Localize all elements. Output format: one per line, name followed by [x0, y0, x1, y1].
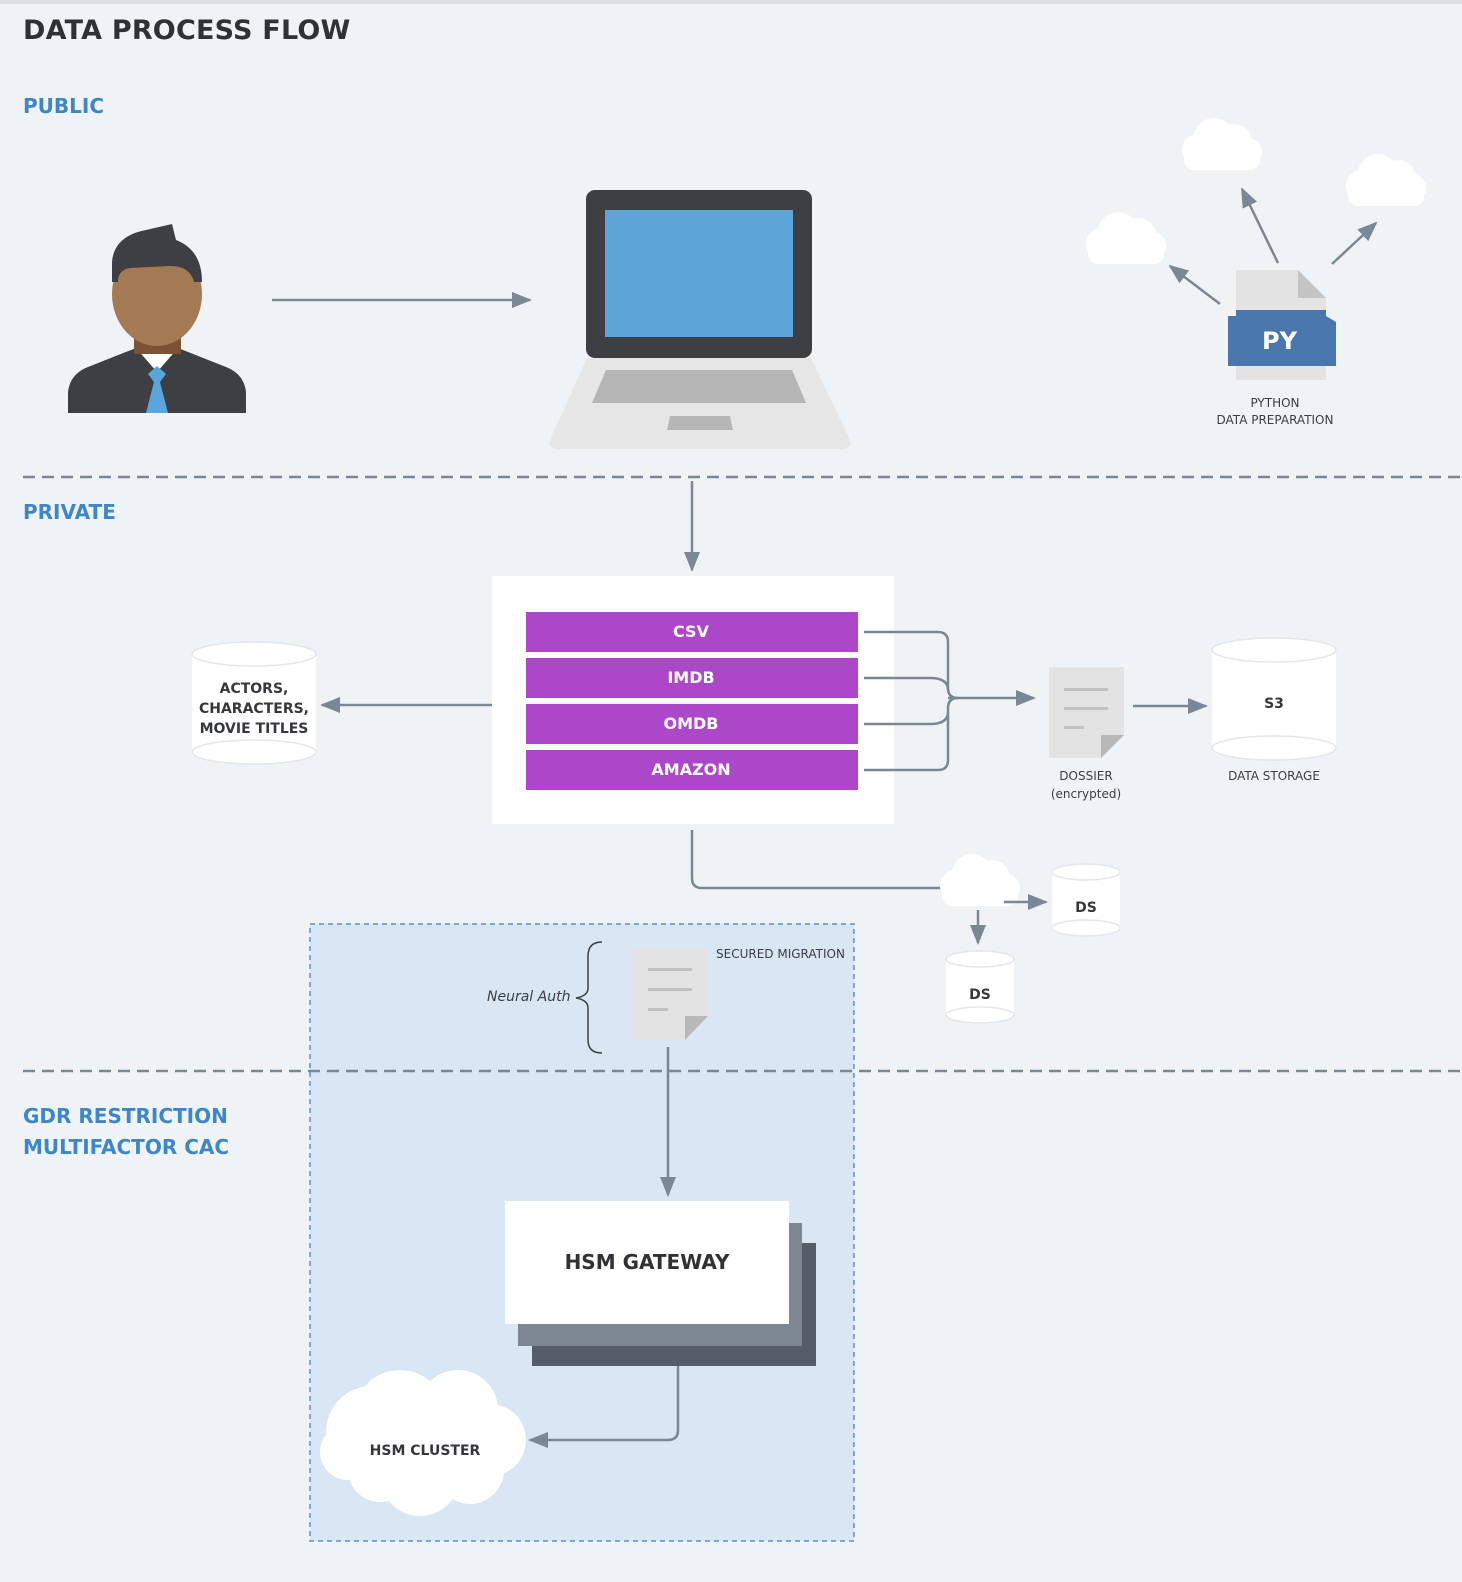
py-to-cloud-top-arrow: [1240, 187, 1280, 264]
gateway-to-cluster-connector: [528, 1366, 680, 1448]
cloud-icon-left: [1086, 212, 1166, 264]
cloud-icon-right: [1346, 154, 1426, 206]
source-bar-csv: [526, 612, 858, 652]
cloud-icon-top: [1182, 118, 1262, 170]
section-label-multifactor: MULTIFACTOR CAC: [23, 1135, 230, 1159]
neural-auth-brace: [575, 941, 603, 1054]
sources-merge-connector: [864, 630, 1036, 772]
secured-migration-label: SECURED MIGRATION: [716, 947, 845, 961]
actors-db-label-line2: CHARACTERS,: [198, 701, 309, 717]
python-file-icon: [1228, 270, 1336, 380]
source-label-omdb: OMDB: [663, 714, 719, 733]
py-to-cloud-right-arrow: [1331, 221, 1378, 265]
actors-database-icon: [191, 641, 317, 765]
dossier-document-icon: [1049, 667, 1124, 758]
ds-database-icon-right: [1051, 863, 1121, 937]
python-badge-label: PY: [1262, 327, 1297, 355]
source-bar-amazon: [526, 750, 858, 790]
section-label-restricted: GDR RESTRICTION: [23, 1104, 228, 1128]
actors-db-label-line1: ACTORS,: [219, 681, 289, 697]
top-border: [0, 0, 1462, 4]
user-icon: [68, 224, 246, 413]
dossier-caption-line1: DOSSIER: [1059, 769, 1113, 783]
ds-label-bottom: DS: [969, 987, 991, 1003]
source-label-imdb: IMDB: [667, 668, 715, 687]
source-label-amazon: AMAZON: [651, 760, 731, 779]
hsm-gateway-label: HSM GATEWAY: [564, 1250, 730, 1274]
s3-caption: DATA STORAGE: [1228, 769, 1320, 783]
section-label-private: PRIVATE: [23, 500, 116, 524]
s3-label: S3: [1264, 696, 1284, 712]
actors-db-label-line3: MOVIE TITLES: [199, 721, 309, 737]
page-title: DATA PROCESS FLOW: [23, 15, 351, 46]
py-to-cloud-left-arrow: [1168, 264, 1221, 305]
python-caption-line1: PYTHON: [1250, 396, 1300, 410]
source-label-csv: CSV: [673, 622, 709, 641]
ds-label-right: DS: [1075, 900, 1097, 916]
ds-database-icon-bottom: [945, 950, 1015, 1024]
dossier-caption-line2: (encrypted): [1050, 787, 1122, 801]
python-caption-line2: DATA PREPARATION: [1216, 413, 1334, 427]
hsm-gateway-box: [505, 1201, 789, 1324]
source-bar-omdb: [526, 704, 858, 744]
s3-database-icon: [1211, 637, 1337, 761]
section-label-public: PUBLIC: [23, 94, 105, 118]
laptop-icon: [549, 190, 851, 449]
hsm-cluster-cloud-icon: [320, 1370, 526, 1516]
cloud-icon-ds: [940, 854, 1020, 906]
sources-to-ds-cloud-connector: [690, 830, 950, 890]
migration-document-icon: [632, 948, 708, 1040]
neural-auth-label: Neural Auth: [487, 989, 571, 1005]
source-bar-imdb: [526, 658, 858, 698]
hsm-cluster-label: HSM CLUSTER: [369, 1443, 481, 1459]
